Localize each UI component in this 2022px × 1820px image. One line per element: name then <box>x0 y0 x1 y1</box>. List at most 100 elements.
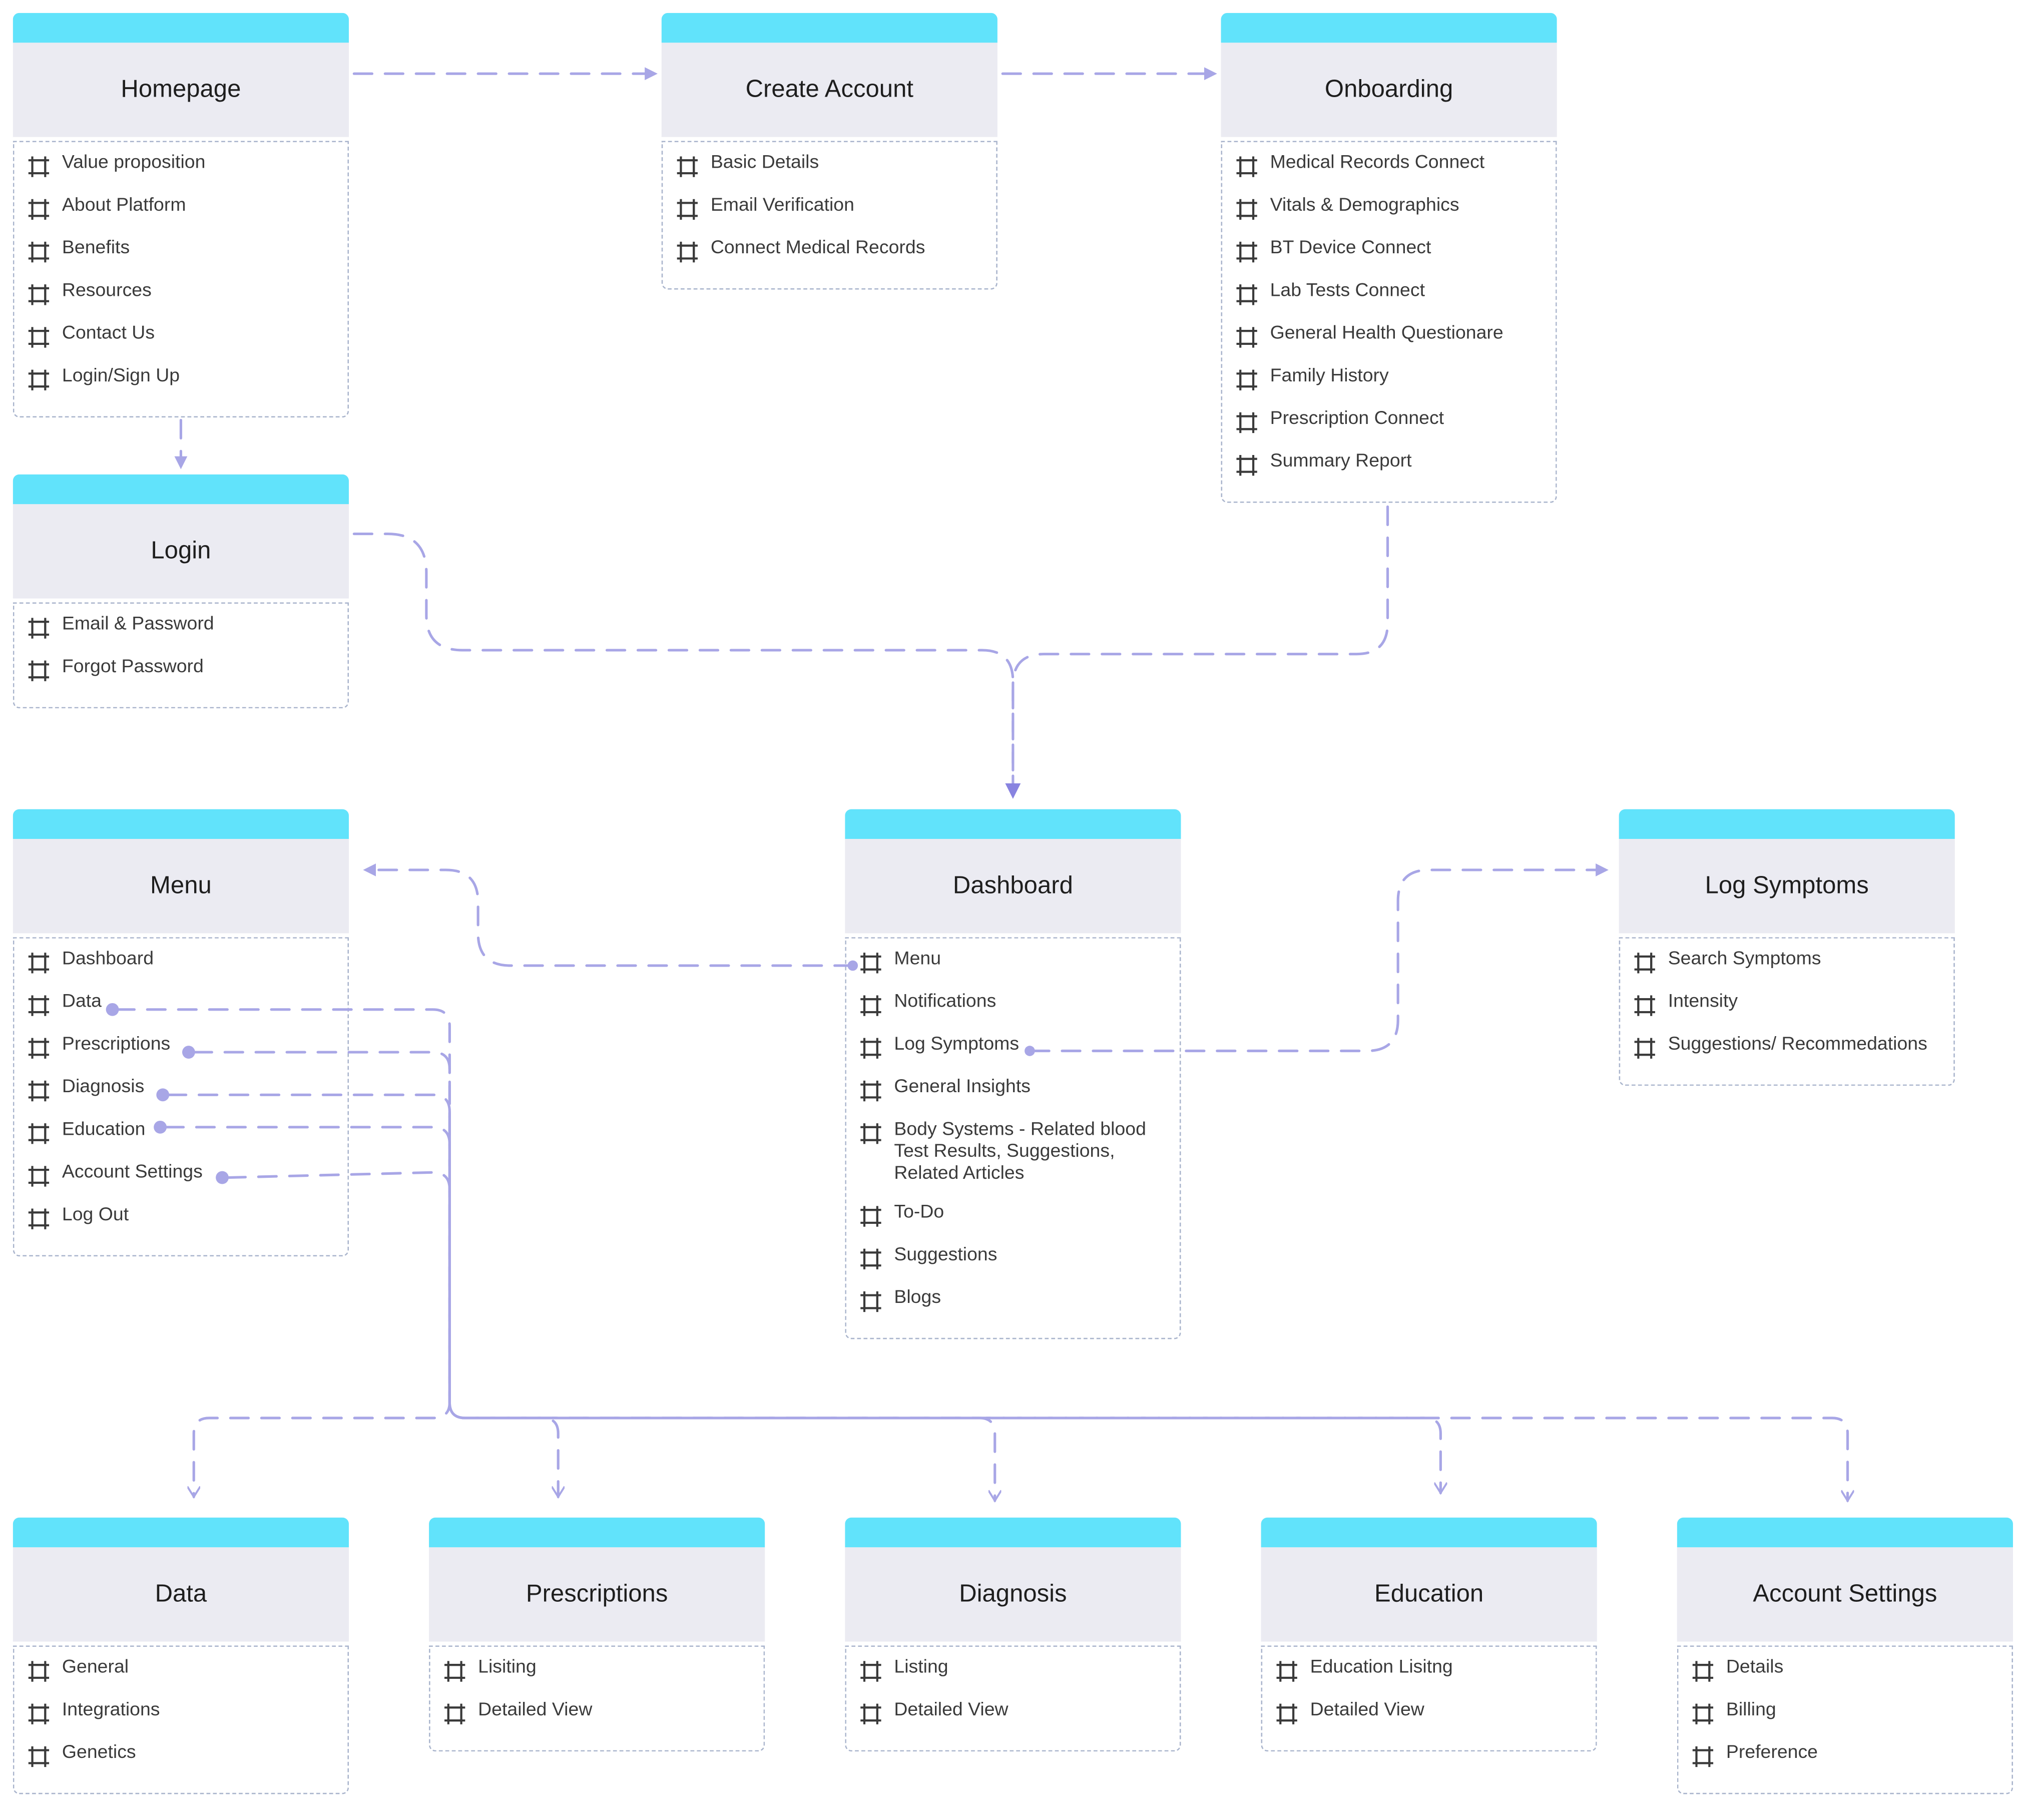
card-title: Log Symptoms <box>1705 871 1869 899</box>
card-title: Diagnosis <box>959 1580 1067 1608</box>
list-item[interactable]: Vitals & Demographics <box>1235 195 1543 238</box>
frame-icon <box>27 1745 50 1768</box>
list-item[interactable]: Education <box>27 1119 334 1162</box>
list-item-label: Summary Report <box>1270 451 1412 472</box>
list-item[interactable]: Forgot Password <box>27 657 334 699</box>
list-item[interactable]: To-Do <box>859 1202 1167 1245</box>
card-header: Data <box>13 1517 349 1642</box>
list-item[interactable]: Education Lisitng <box>1275 1657 1583 1700</box>
list-item[interactable]: Log Symptoms <box>859 1034 1167 1077</box>
list-item[interactable]: Contact Us <box>27 323 334 366</box>
list-item[interactable]: General Insights <box>859 1077 1167 1119</box>
list-item-label: Resources <box>62 280 152 301</box>
list-item[interactable]: Dashboard <box>27 949 334 991</box>
list-item[interactable]: Email & Password <box>27 614 334 657</box>
frame-icon <box>1235 240 1258 263</box>
list-item[interactable]: Value proposition <box>27 153 334 195</box>
list-item-label: General Insights <box>894 1077 1031 1098</box>
card-header: Education <box>1261 1517 1597 1642</box>
list-item[interactable]: Listing <box>859 1657 1167 1700</box>
list-item[interactable]: Connect Medical Records <box>676 238 983 280</box>
frame-icon <box>1633 994 1656 1017</box>
list-item-label: Preference <box>1726 1742 1818 1763</box>
list-item[interactable]: Summary Report <box>1235 451 1543 494</box>
list-item[interactable]: Diagnosis <box>27 1077 334 1119</box>
list-item-label: Medical Records Connect <box>1270 152 1485 174</box>
frame-icon <box>1691 1702 1714 1725</box>
card-accent-bar <box>13 809 349 839</box>
list-item[interactable]: Data <box>27 992 334 1034</box>
list-item-label: Prescription Connect <box>1270 408 1444 429</box>
list-item[interactable]: Intensity <box>1633 992 1940 1034</box>
frame-icon <box>859 1247 882 1270</box>
list-item[interactable]: Medical Records Connect <box>1235 153 1543 195</box>
list-item[interactable]: Suggestions <box>859 1245 1167 1287</box>
list-item[interactable]: Blogs <box>859 1287 1167 1330</box>
list-item-label: Detailed View <box>894 1699 1008 1721</box>
list-item[interactable]: Preference <box>1691 1742 1998 1785</box>
list-item-label: Forgot Password <box>62 656 204 678</box>
list-item[interactable]: Billing <box>1691 1700 1998 1742</box>
list-item[interactable]: Resources <box>27 280 334 323</box>
list-item[interactable]: Login/Sign Up <box>27 366 334 408</box>
list-item[interactable]: Integrations <box>27 1700 334 1742</box>
list-item-label: Log Out <box>62 1204 129 1226</box>
list-item-label: Detailed View <box>478 1699 593 1721</box>
list-item[interactable]: Basic Details <box>676 153 983 195</box>
frame-icon <box>1235 155 1258 178</box>
list-item-label: Data <box>62 991 102 1013</box>
list-item-label: Notifications <box>894 991 996 1013</box>
list-item[interactable]: Log Out <box>27 1205 334 1247</box>
list-item[interactable]: Benefits <box>27 238 334 280</box>
list-item[interactable]: Suggestions/ Recommedations <box>1633 1034 1940 1077</box>
frame-icon <box>1691 1745 1714 1768</box>
list-item[interactable]: General <box>27 1657 334 1700</box>
list-item[interactable]: Detailed View <box>443 1700 750 1742</box>
list-item[interactable]: Email Verification <box>676 195 983 238</box>
list-item-label: Contact Us <box>62 323 155 344</box>
card-accent-bar <box>661 13 997 43</box>
card-title: Menu <box>150 871 212 899</box>
list-item[interactable]: Prescriptions <box>27 1034 334 1077</box>
list-item[interactable]: Detailed View <box>1275 1700 1583 1742</box>
list-item[interactable]: About Platform <box>27 195 334 238</box>
list-item-label: Prescriptions <box>62 1034 171 1055</box>
list-item[interactable]: Account Settings <box>27 1162 334 1205</box>
list-item[interactable]: Prescription Connect <box>1235 408 1543 451</box>
list-item[interactable]: Notifications <box>859 992 1167 1034</box>
list-item[interactable]: Details <box>1691 1657 1998 1700</box>
list-item-label: Diagnosis <box>62 1077 145 1098</box>
list-item[interactable]: Body Systems - Related blood Test Result… <box>859 1119 1167 1202</box>
list-item[interactable]: Genetics <box>27 1742 334 1785</box>
frame-icon <box>27 368 50 391</box>
list-item[interactable]: Lisiting <box>443 1657 750 1700</box>
card-header: Prescriptions <box>429 1517 765 1642</box>
list-item[interactable]: General Health Questionare <box>1235 323 1543 366</box>
frame-icon <box>27 617 50 640</box>
card-title: Education <box>1374 1580 1484 1608</box>
list-item[interactable]: Lab Tests Connect <box>1235 280 1543 323</box>
list-item[interactable]: Search Symptoms <box>1633 949 1940 991</box>
list-item[interactable]: Detailed View <box>859 1700 1167 1742</box>
card-accent-bar <box>1221 13 1557 43</box>
list-item[interactable]: Family History <box>1235 366 1543 408</box>
list-item[interactable]: Menu <box>859 949 1167 991</box>
card-header: Log Symptoms <box>1619 809 1955 934</box>
frame-icon <box>859 1037 882 1060</box>
list-item[interactable]: BT Device Connect <box>1235 238 1543 280</box>
frame-icon <box>27 1165 50 1188</box>
